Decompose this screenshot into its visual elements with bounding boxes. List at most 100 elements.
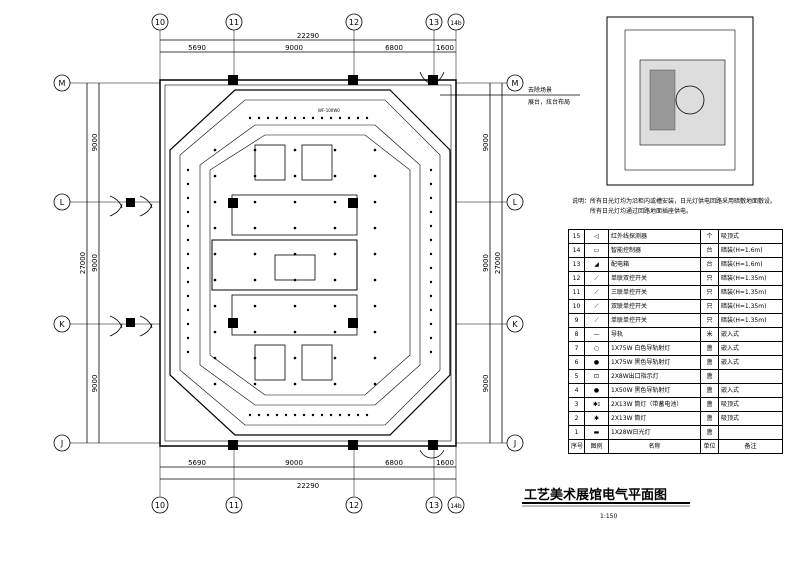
spotlight-icon [356,116,360,120]
legend-no: 10 [568,299,585,314]
spotlight-icon [429,224,433,228]
exhibition-ring-inner [199,124,421,406]
legend-row: 5⊡2X8W出口指示灯盏 [568,369,783,384]
axis-label: 13 [429,501,439,510]
light-fixture-icon [333,382,337,386]
legend-name: 1X50W 黑色导轨射灯 [608,383,701,398]
axis-label: 12 [349,501,359,510]
spotlight-icon [329,116,333,120]
light-fixture-icon [253,226,257,230]
spotlight-icon [429,266,433,270]
spotlight-icon [284,413,288,417]
spotlight-icon [429,294,433,298]
light-fixture-icon [373,226,377,230]
spotlight-icon [186,238,190,242]
switch-icon: ⟋ [584,285,609,300]
axis-bubble-col: 11 [225,496,243,514]
fluorescent-icon: ▬ [584,425,609,440]
dim-total-width: 22290 [297,482,319,490]
spotlight-icon [347,116,351,120]
axis-bubble-col: 10 [151,496,169,514]
legend-row: 10⟋双联单控开关只暗装(H=1.35m) [568,299,783,314]
spotlight-icon [186,224,190,228]
light-fixture-icon [293,278,297,282]
spotlight-icon [365,413,369,417]
axis-bubble-col: 13 [425,13,443,31]
legend-remark: 嵌入式 [718,341,783,356]
spotlight-icon [429,308,433,312]
light-fixture-icon [293,148,297,152]
spotlight-icon [266,413,270,417]
spotlight-icon [347,413,351,417]
dim-total-height: 27000 [79,252,87,274]
legend-header-unit: 单位 [700,439,719,454]
legend-no: 12 [568,271,585,286]
light-fixture-icon [333,252,337,256]
spotlight-icon [248,413,252,417]
legend-row: 4●1X50W 黑色导轨射灯盏嵌入式 [568,383,783,398]
spotlight-icon [311,116,315,120]
legend-header-symbol: 图例 [584,439,609,454]
light-fixture-icon [293,356,297,360]
light-fixture-icon [373,148,377,152]
legend-remark: 吸顶式 [718,411,783,426]
legend-remark [718,425,783,440]
legend-unit: 盏 [700,411,719,426]
legend-row: 2✱2X13W 筒灯盏吸顶式 [568,411,783,426]
legend-header: 序号图例名称单位备注 [568,439,783,454]
axis-label: 10 [155,501,165,510]
spotlight-icon [275,116,279,120]
spotlight-icon [186,322,190,326]
spotlight-icon [186,336,190,340]
dim-column-span: 9000 [285,459,303,467]
light-fixture-icon [333,278,337,282]
legend-no: 5 [568,369,585,384]
legend-row: 11⟋三联单控开关只暗装(H=1.35m) [568,285,783,300]
switch-icon: ⟋ [584,271,609,286]
light-fixture-icon [253,252,257,256]
legend-name: 单联双控开关 [608,271,701,286]
legend-remark: 暗装(H=1.35m) [718,313,783,328]
legend-unit: 盏 [700,369,719,384]
legend-no: 13 [568,257,585,272]
light-fixture-icon [213,148,217,152]
light-fixture-icon [253,148,257,152]
axis-bubble-col: 14b [447,496,465,514]
distribution-box-icon: ◢ [584,257,609,272]
legend-name: 1X75W 黑色导轨射灯 [608,355,701,370]
dim-column-span: 5690 [188,44,206,52]
spotlight-icon [186,252,190,256]
legend-remark: 吸顶式 [718,229,783,244]
drawing-title: 工艺美术展馆电气平面图 [524,487,667,503]
dim-row-span: 9000 [482,375,490,393]
axis-label: J [60,439,63,448]
dim-row-span: 9000 [91,375,99,393]
dim-row-span: 9000 [482,134,490,152]
spotlight-black-icon: ● [584,355,609,370]
drawing-scale: 1:150 [600,513,617,520]
legend-remark: 嵌入式 [718,355,783,370]
light-fixture-icon [213,174,217,178]
dim-column-span: 1600 [436,44,454,52]
spotlight-icon [186,182,190,186]
spotlight-icon [338,116,342,120]
dim-row-span: 9000 [91,134,99,152]
axis-bubble-row: M [53,74,71,92]
legend-name: 配电箱 [608,257,701,272]
legend-no: 4 [568,383,585,398]
axis-bubble-col: 12 [345,496,363,514]
light-fixture-icon [333,356,337,360]
exit-sign-icon: ⊡ [584,369,609,384]
legend-unit: 只 [700,313,719,328]
light-fixture-icon [373,200,377,204]
dim-row-span: 9000 [482,254,490,272]
spotlight-icon [320,116,324,120]
spotlight-icon [365,116,369,120]
light-fixture-icon [293,252,297,256]
axis-bubble-col: 11 [225,13,243,31]
axis-label: 14b [450,20,462,27]
legend-unit: 只 [700,285,719,300]
key-plan-frame [606,16,754,186]
spotlight-icon [429,252,433,256]
